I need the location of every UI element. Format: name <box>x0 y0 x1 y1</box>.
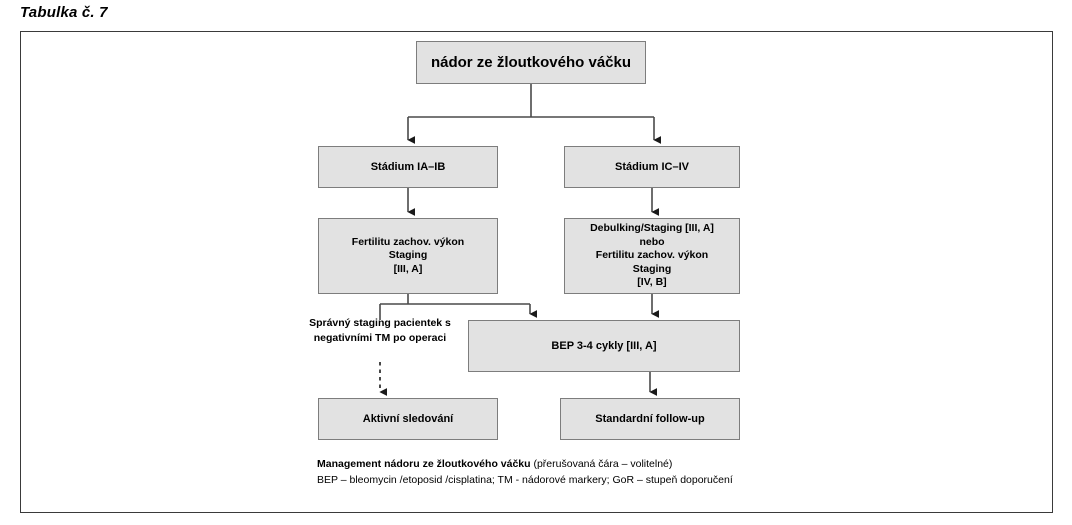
legend-line-1: Management nádoru ze žloutkového váčku (… <box>317 456 917 472</box>
node-tx-low[interactable]: Fertilitu zachov. výkon Staging [III, A] <box>318 218 498 294</box>
legend: Management nádoru ze žloutkového váčku (… <box>317 456 917 489</box>
node-root[interactable]: nádor ze žloutkového váčku <box>416 41 646 84</box>
edge-annotation-line-1: pacientek s negativními <box>313 317 451 344</box>
node-tx-high-line-2: Fertilitu zachov. výkon <box>595 249 709 262</box>
node-tx-low-line-0: Fertilitu zachov. výkon <box>351 235 465 248</box>
node-stage-high[interactable]: Stádium IC–IV <box>564 146 740 188</box>
node-follow-std-line-0: Standardní follow-up <box>595 412 705 425</box>
legend-line-1-rest: (přerušovaná čára – volitelné) <box>533 458 673 470</box>
node-tx-high[interactable]: Debulking/Staging [III, A] nebo Fertilit… <box>564 218 740 294</box>
node-stage-low-line-0: Stádium IA–IB <box>370 160 446 173</box>
node-tx-high-line-1: nebo <box>639 235 665 248</box>
node-tx-high-line-3: Staging <box>632 262 672 275</box>
node-tx-low-line-1: Staging <box>388 249 428 262</box>
diagram-frame <box>20 31 1053 513</box>
edge-annotation-staging: Správný staging pacientek s negativními … <box>300 316 460 346</box>
node-follow-active-line-0: Aktivní sledování <box>362 412 454 425</box>
node-follow-active[interactable]: Aktivní sledování <box>318 398 498 440</box>
legend-line-2: BEP – bleomycin /etoposid /cisplatina; T… <box>317 474 733 487</box>
node-root-line-0: nádor ze žloutkového váčku <box>430 53 632 71</box>
edge-annotation-line-2: TM po operaci <box>375 331 447 344</box>
page-title: Tabulka č. 7 <box>20 4 108 21</box>
edge-annotation-line-0: Správný staging <box>309 317 391 329</box>
node-bep[interactable]: BEP 3-4 cykly [III, A] <box>468 320 740 372</box>
node-bep-line-0: BEP 3-4 cykly [III, A] <box>551 339 657 352</box>
node-tx-high-line-0: Debulking/Staging [III, A] <box>590 222 714 235</box>
node-follow-std[interactable]: Standardní follow-up <box>560 398 740 440</box>
node-stage-high-line-0: Stádium IC–IV <box>615 160 689 173</box>
node-stage-low[interactable]: Stádium IA–IB <box>318 146 498 188</box>
legend-line-1-bold: Management nádoru ze žloutkového váčku <box>317 458 534 470</box>
node-tx-low-line-2: [III, A] <box>393 262 423 275</box>
node-tx-high-line-4: [IV, B] <box>637 276 667 289</box>
